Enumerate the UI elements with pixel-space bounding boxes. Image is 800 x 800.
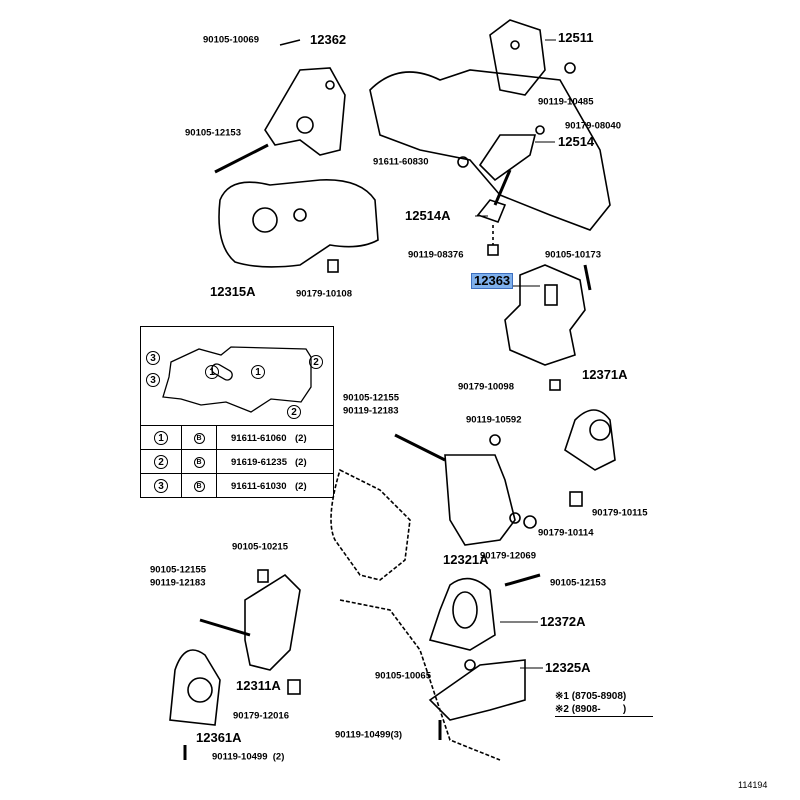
callout-1: 1	[205, 365, 219, 379]
part-number: 91611-61030	[231, 480, 287, 492]
part-12361A	[169, 649, 221, 726]
part-label: 90105-10215	[232, 541, 288, 553]
production-notes: ※1 (8705-8908) ※2 (8908- )	[555, 690, 653, 717]
part-12514	[478, 134, 537, 182]
part-label: 12371A	[582, 367, 628, 382]
part-label: 90105-12155	[343, 392, 399, 404]
mark-circle: B	[193, 480, 205, 492]
bolt-table: 3 3 1 1 2 2 1 B 91611-61060 (2) 2 B 9161…	[140, 326, 334, 498]
engine-block-top	[369, 69, 611, 231]
part-label: 12361A	[196, 730, 242, 745]
part-label: 90105-12155	[150, 564, 206, 576]
part-label: 90105-12153	[550, 577, 606, 589]
callout-1: 1	[251, 365, 265, 379]
part-number: 91611-61060	[231, 432, 287, 444]
callout-3: 3	[146, 351, 160, 365]
callout-2: 2	[287, 405, 301, 419]
part-12325A	[428, 659, 526, 721]
part-label: 12511	[558, 30, 594, 45]
note-1: ※1 (8705-8908)	[555, 690, 653, 703]
part-label-highlighted[interactable]: 12363	[471, 273, 514, 289]
part-label: 90179-10098	[458, 381, 514, 393]
part-label: 90119-08376	[408, 249, 464, 261]
part-label: 90119-12183	[343, 405, 399, 417]
part-label: 90179-08040	[565, 120, 621, 132]
bolt-table-row: 2 B 91619-61235 (2)	[141, 449, 333, 474]
part-label: 12372A	[540, 614, 586, 629]
part-12371A	[564, 409, 616, 471]
part-12372A	[428, 577, 496, 651]
part-label: 90179-10108	[296, 288, 352, 300]
part-label: 90105-10069	[203, 34, 259, 46]
ref-circle: 2	[154, 455, 168, 469]
part-12315A	[218, 179, 379, 268]
note-range: (8908- )	[571, 704, 627, 715]
part-label: 90119-10499 (2)	[212, 751, 285, 763]
note-range: (8705-8908)	[571, 691, 627, 702]
ref-circle: 1	[154, 431, 168, 445]
note-mark: ※2	[555, 704, 569, 715]
diagram-reference-number: 114194	[738, 780, 768, 790]
part-label: 90105-12153	[185, 127, 241, 139]
mark-circle: B	[193, 432, 205, 444]
part-label: 90119-10485	[538, 96, 594, 108]
quantity: (2)	[295, 432, 307, 444]
mark-circle: B	[193, 456, 205, 468]
part-12514A	[476, 199, 507, 224]
part-label: 90179-12069	[480, 550, 536, 562]
part-number: 91619-61235	[231, 456, 287, 468]
note-mark: ※1	[555, 691, 569, 702]
callout-2: 2	[309, 355, 323, 369]
part-label: 90179-10114	[538, 527, 594, 539]
part-label: 12514	[558, 134, 595, 149]
part-12321A	[444, 454, 516, 546]
ref-circle: 3	[154, 479, 168, 493]
cover-bolt-layout-drawing	[162, 346, 312, 413]
part-label: 90119-10499(3)	[335, 729, 403, 741]
part-label: 12321A	[443, 552, 489, 567]
part-12311A	[244, 573, 301, 671]
quantity: (2)	[295, 480, 307, 492]
part-label: 12311A	[236, 678, 281, 693]
part-label: 90105-10065	[375, 670, 431, 682]
part-label: 90179-10115	[592, 507, 648, 519]
part-label: 12514A	[405, 208, 451, 223]
part-label: 91611-60830	[373, 156, 429, 168]
part-label: 90119-12183	[150, 577, 206, 589]
part-label: 90105-10173	[545, 249, 601, 261]
part-label: 90179-12016	[233, 710, 289, 722]
quantity: (2)	[295, 456, 307, 468]
callout-3: 3	[146, 373, 160, 387]
part-12362	[264, 67, 346, 156]
part-12511	[489, 19, 546, 96]
note-2: ※2 (8908- )	[555, 703, 653, 717]
bolt	[214, 143, 269, 174]
part-label: 90119-10592	[466, 414, 522, 426]
part-12363	[504, 264, 586, 366]
part-label: 12315A	[210, 284, 256, 299]
part-label: 12362	[310, 32, 347, 47]
transmission-outline	[330, 468, 411, 581]
bolt-table-row: 1 B 91611-61060 (2)	[141, 425, 333, 450]
part-label: 12325A	[545, 660, 591, 675]
bolt-table-row: 3 B 91611-61030 (2)	[141, 473, 333, 498]
